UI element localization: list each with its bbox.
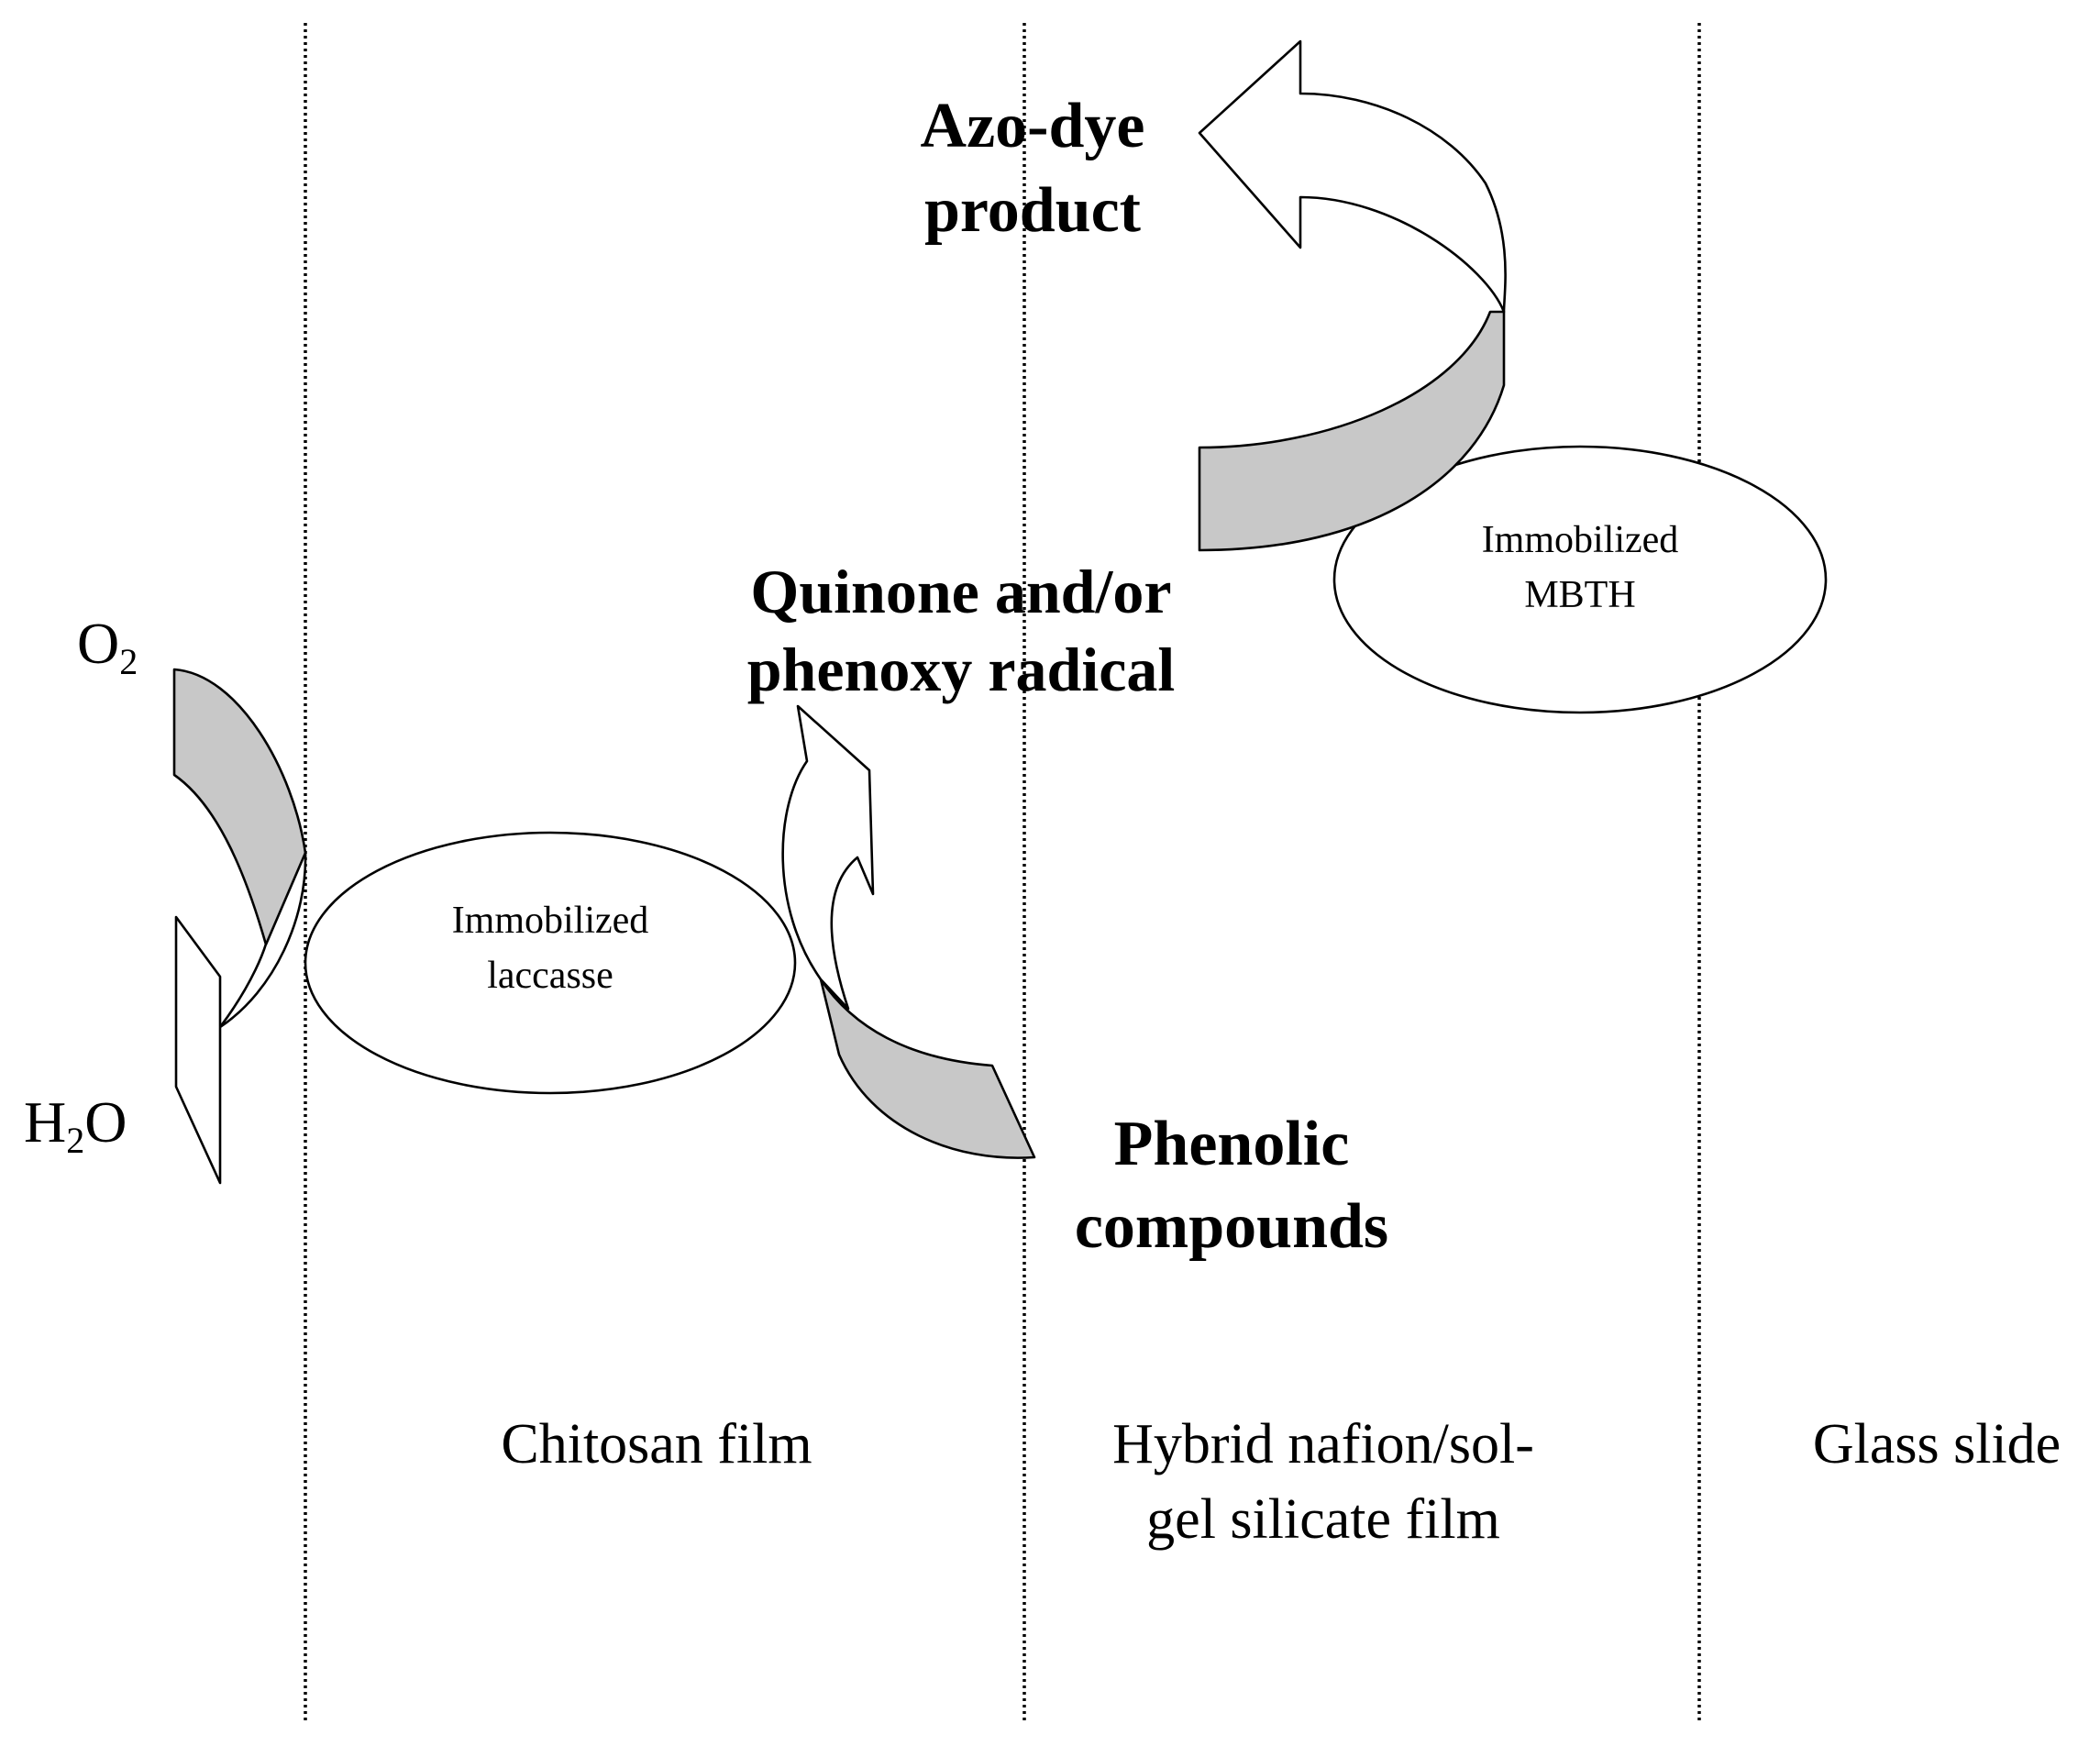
mbth-label-line1: Immobilized [1482,519,1679,561]
quinone-arrow-head [781,704,875,1011]
hybrid-layer-label-line2: gel silicate film [1146,1488,1500,1551]
phenolic-label-line2: compounds [1075,1191,1388,1262]
phenol-oxidation-arrow [781,704,1036,1159]
quinone-label-line2: phenoxy radical [747,635,1176,704]
water-label: H2O [24,1089,127,1161]
oxygen-label: O2 [77,611,138,682]
azo-arrow-head [1198,39,1507,314]
mbth-label-line2: MBTH [1524,574,1635,616]
laccase-label-line2: laccasse [487,955,613,997]
quinone-label-line1: Quinone and/or [750,557,1171,626]
azo-arrow-band [1198,310,1506,552]
azo-label-line1: Azo-dye [921,91,1145,161]
azo-coupling-arrow [1198,39,1507,552]
oxygen-reduction-arrow [172,668,307,1185]
azo-label-line2: product [924,175,1141,246]
laccase-ellipse [304,831,797,1095]
chitosan-layer-label: Chitosan film [501,1413,812,1475]
phenolic-label-line1: Phenolic [1114,1109,1350,1179]
hybrid-layer-label-line1: Hybrid nafion/sol- [1112,1413,1534,1475]
laccase-label-line1: Immobilized [452,900,649,942]
water-arrow-head [174,851,307,1185]
mbth-ellipse [1332,445,1828,714]
glass-layer-label: Glass slide [1813,1413,2061,1475]
phenol-arrow-band [819,978,1036,1159]
